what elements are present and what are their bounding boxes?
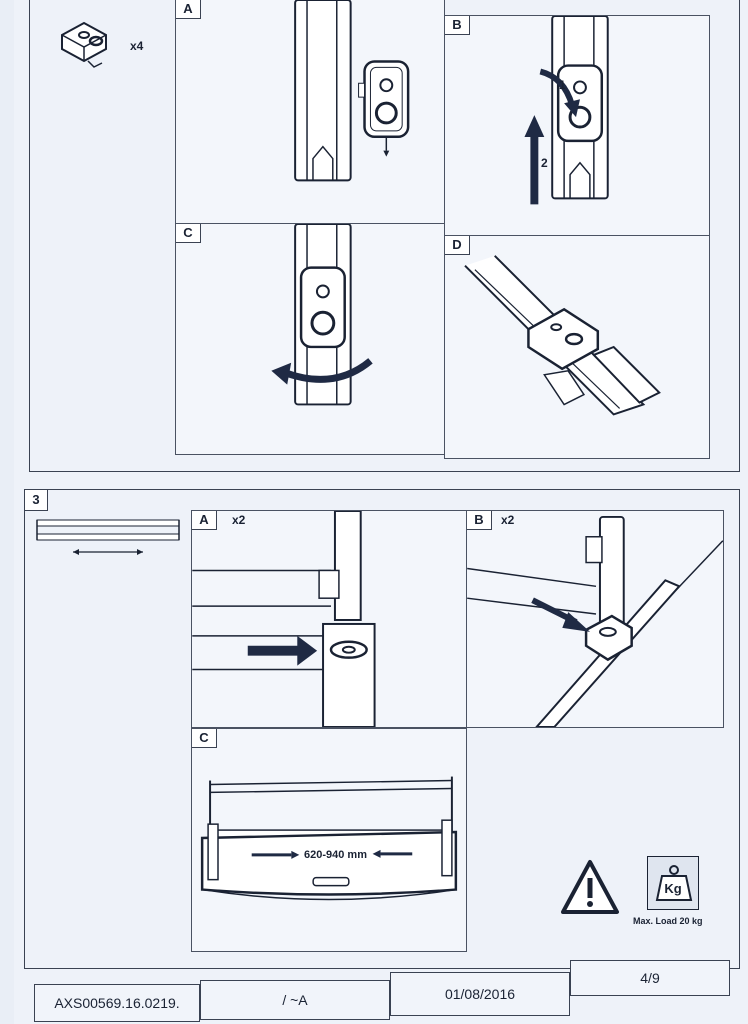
- arrow-step-2: 2: [541, 156, 548, 170]
- step-3-panel-c: C 620-940 mm: [191, 728, 467, 952]
- bracket-attach-drawing: [192, 511, 376, 727]
- basket-overview-icon: [36, 519, 180, 555]
- footer-doc-code: AXS00569.16.0219.: [34, 984, 200, 1022]
- warning-triangle-icon: [561, 860, 619, 914]
- panel-c-label: C: [176, 224, 201, 243]
- step-2-panel-b: B 1 2: [444, 15, 710, 247]
- panel-a-label-3: A: [192, 511, 217, 530]
- panel-a-label: A: [176, 0, 201, 19]
- weight-icon: Kg: [647, 856, 699, 910]
- clip-insertion-drawing: [524, 16, 609, 205]
- arrow-step-1: 1: [559, 78, 566, 92]
- footer-revision: / ~A: [200, 980, 390, 1020]
- document-footer: AXS00569.16.0219. / ~A 01/08/2016 4/9: [34, 960, 730, 1022]
- panel-a-quantity: x2: [232, 513, 246, 527]
- step-3-number: 3: [24, 489, 48, 511]
- clip-rotation-drawing: [271, 224, 373, 406]
- step-2-panel-a: A: [175, 0, 445, 225]
- step-2-panel-d: D: [444, 235, 710, 459]
- clip-quantity: x4: [130, 39, 144, 53]
- max-load-text: Max. Load 20 kg: [633, 916, 703, 926]
- step-2-panel-c: C: [175, 223, 445, 455]
- basket-width-drawing: [200, 776, 458, 901]
- rail-and-clip-drawing: [294, 0, 410, 182]
- instruction-sheet: x4 A B: [14, 0, 748, 1024]
- step-3-panel-a: A x2: [191, 510, 467, 728]
- clip-part-icon: [61, 21, 107, 68]
- panel-b-label: B: [445, 16, 470, 35]
- width-measurement: 620-940 mm: [304, 849, 367, 861]
- panel-d-label: D: [445, 236, 470, 255]
- step-3-panel: 3 A x2: [24, 489, 740, 969]
- weight-icon-label: Kg: [664, 881, 682, 896]
- footer-date: 01/08/2016: [390, 972, 570, 1016]
- footer-page: 4/9: [570, 960, 730, 996]
- step-2-panel: x4 A B: [29, 0, 740, 472]
- step-3-panel-b: B x2: [466, 510, 724, 728]
- panel-b-label-3: B: [467, 511, 492, 530]
- clip-installed-drawing: [464, 255, 661, 416]
- panel-c-label-3: C: [192, 729, 217, 748]
- panel-b-quantity: x2: [501, 513, 515, 527]
- bracket-lock-drawing: [467, 515, 723, 727]
